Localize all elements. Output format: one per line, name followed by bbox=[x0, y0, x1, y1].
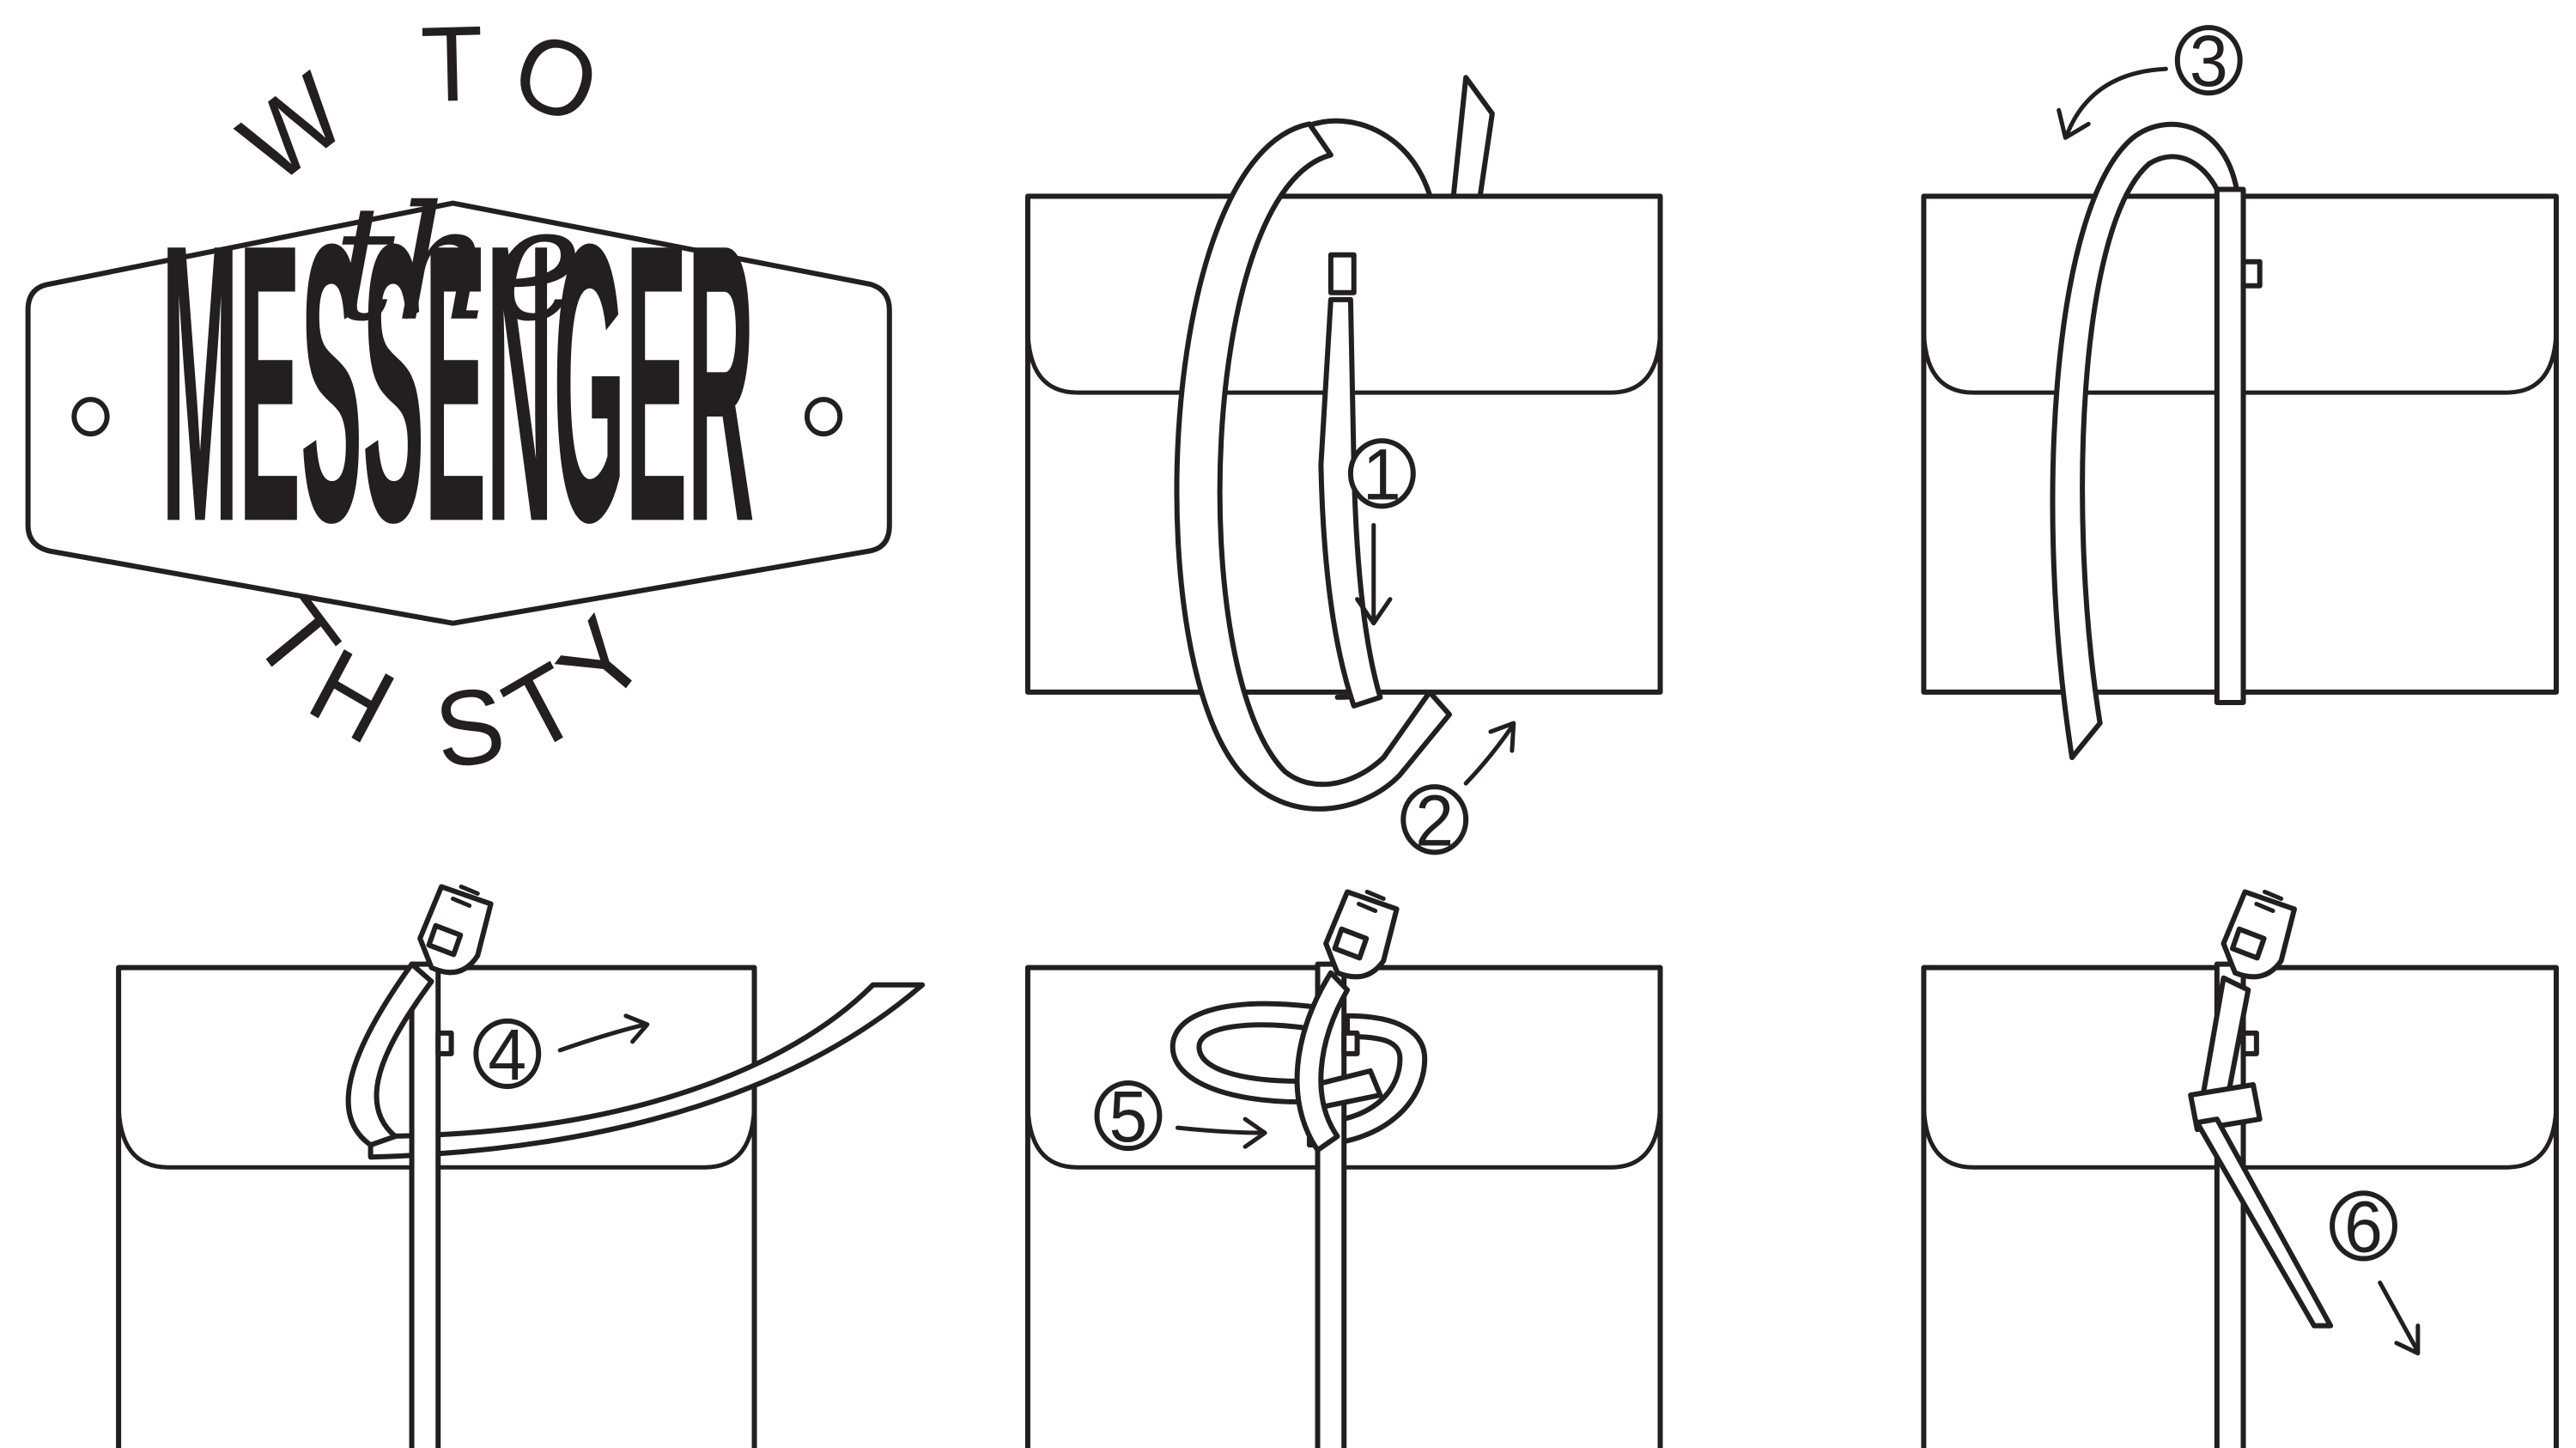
panel-step-1-2: 1 2 bbox=[1028, 77, 1661, 861]
strap-vertical bbox=[2217, 190, 2244, 703]
step-6-arrow bbox=[2380, 1283, 2418, 1354]
step-3-number: 3 bbox=[2190, 21, 2228, 102]
step-3-arrow bbox=[2059, 69, 2166, 137]
page-title: MESSENGER bbox=[161, 162, 755, 605]
strap-tail bbox=[1453, 77, 1492, 203]
step-5-number: 5 bbox=[1109, 1077, 1148, 1158]
strap-buckle bbox=[2244, 262, 2260, 286]
step-2-number: 2 bbox=[1415, 781, 1454, 861]
step-2-arrow bbox=[1466, 723, 1514, 783]
buckle-slot bbox=[1335, 929, 1367, 958]
strap-buckle bbox=[2244, 1033, 2257, 1054]
buckle-slot bbox=[429, 926, 461, 955]
strap-loop bbox=[1297, 973, 1347, 1150]
step-3-badge bbox=[2178, 27, 2240, 93]
panel-step-4: 4 bbox=[118, 886, 922, 1448]
step-5-arrow bbox=[1177, 1119, 1265, 1147]
buckle-marks bbox=[453, 886, 477, 905]
strap-front bbox=[1321, 300, 1380, 706]
step-4-arrow bbox=[560, 1016, 647, 1050]
strap-loop-front bbox=[1176, 124, 1449, 809]
strap-buckle bbox=[438, 1033, 451, 1054]
step-6-number: 6 bbox=[2344, 1187, 2383, 1268]
badge-rivet-right bbox=[807, 399, 840, 434]
step-4-badge bbox=[476, 1021, 538, 1086]
strap-buckle bbox=[1344, 1033, 1357, 1054]
step-2-badge bbox=[1403, 787, 1466, 852]
strap-tail bbox=[2197, 1119, 2330, 1326]
step-1-badge bbox=[1351, 441, 1413, 506]
strap-coil-right bbox=[1309, 1016, 1425, 1145]
buckle-marks bbox=[2257, 891, 2281, 910]
strap-buckle bbox=[1331, 255, 1354, 293]
panel-step-6: 6 bbox=[1923, 891, 2556, 1448]
strap-vertical bbox=[412, 964, 439, 1448]
panel-step-3: 3 bbox=[1923, 21, 2556, 757]
buckle-slot bbox=[2233, 929, 2264, 958]
buckle-marks bbox=[1358, 891, 1383, 910]
title-badge: HOW TO TIE the MESSENGER WITH STYLE bbox=[0, 0, 890, 791]
panel-step-5: 5 bbox=[1028, 891, 1661, 1448]
script-word: the bbox=[334, 171, 582, 356]
step-1-number: 1 bbox=[1363, 435, 1401, 515]
step-5-badge bbox=[1097, 1083, 1159, 1148]
strap-loop bbox=[349, 964, 432, 1145]
strap-loop bbox=[2053, 125, 2237, 757]
step-1-arrow bbox=[1358, 525, 1390, 623]
badge-outline bbox=[28, 204, 890, 624]
step-4-number: 4 bbox=[488, 1014, 526, 1095]
badge-rivet-left bbox=[74, 399, 106, 434]
step-6-badge bbox=[2332, 1193, 2395, 1258]
